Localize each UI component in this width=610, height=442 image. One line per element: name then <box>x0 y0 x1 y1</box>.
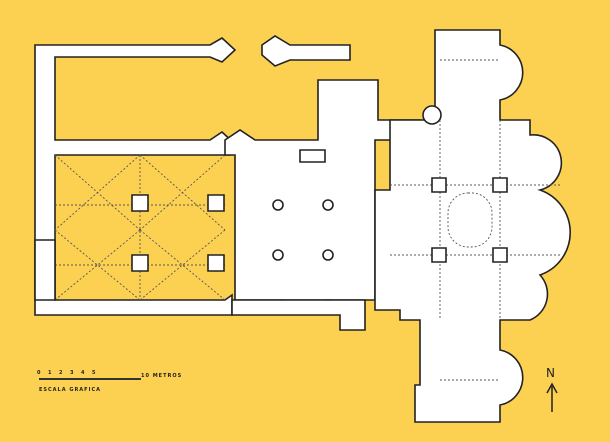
scale-tick-2: 2 <box>59 370 64 376</box>
scale-tick-3: 3 <box>70 370 75 376</box>
scale-tick-5: 5 <box>92 370 97 376</box>
scale-caption: ESCALA GRAFICA <box>39 387 101 393</box>
scale-tick-4: 4 <box>81 370 86 376</box>
scale-tick-0: 0 <box>37 370 42 376</box>
north-label: N <box>546 366 555 380</box>
scale-end-label: 10 METROS <box>141 373 183 379</box>
choir <box>374 29 572 423</box>
scale-tick-1: 1 <box>48 370 53 376</box>
cloister <box>34 35 351 316</box>
nave <box>224 79 421 331</box>
